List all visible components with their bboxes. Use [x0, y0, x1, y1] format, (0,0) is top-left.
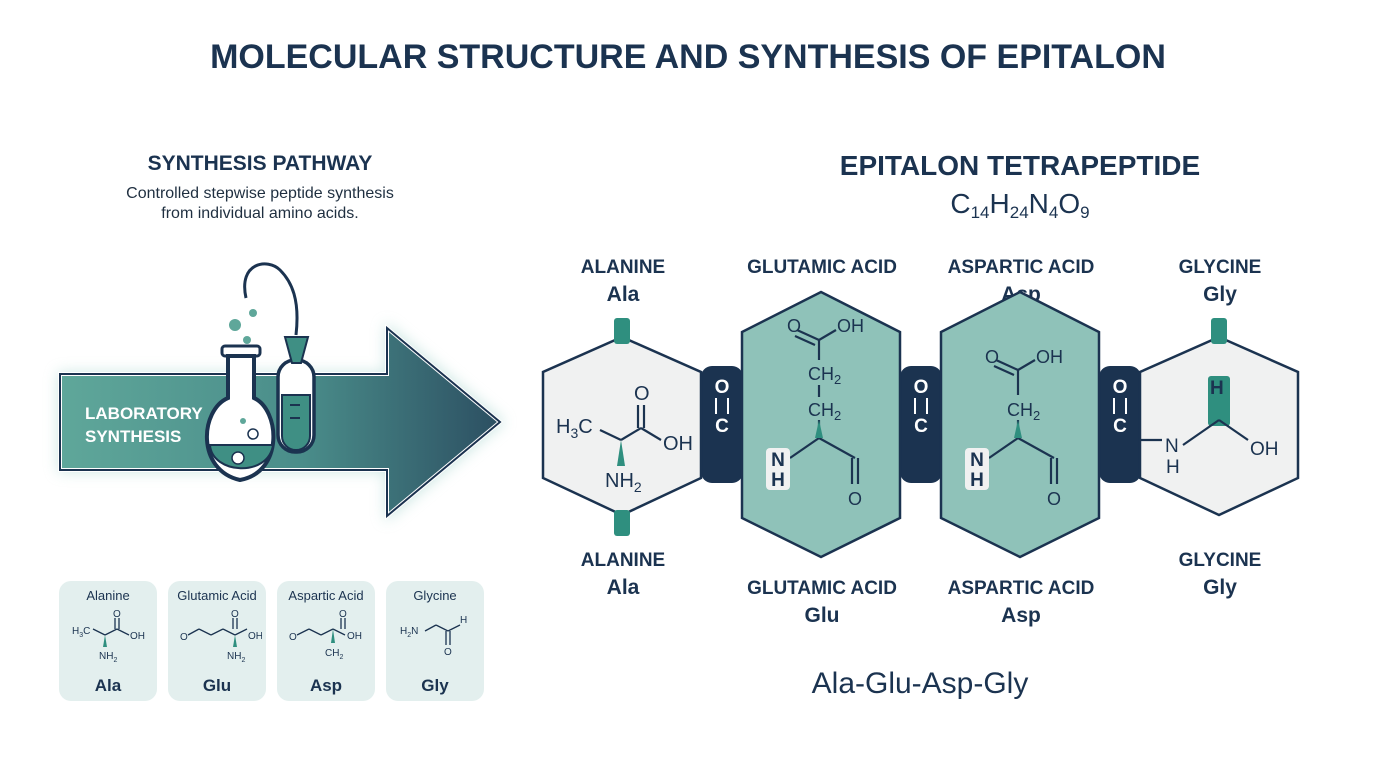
svg-text:O: O: [339, 609, 347, 620]
svg-text:C: C: [1113, 416, 1127, 437]
residue-abbr-glycine-top: Gly: [1203, 283, 1237, 306]
svg-text:H2N: H2N: [400, 626, 418, 639]
residue-label-glutamic-top: GLUTAMIC ACID: [747, 257, 897, 278]
card-abbr: Gly: [421, 676, 449, 695]
svg-text:O: O: [180, 632, 188, 643]
svg-text:CH2: CH2: [1007, 400, 1040, 423]
residue-label-aspartic-top: ASPARTIC ACID: [947, 257, 1095, 278]
peptide-diagram: O C O C O C H3C O OH NH2 O OH CH2: [541, 290, 1300, 559]
molecular-formula: C14H24N4O9: [950, 188, 1090, 222]
svg-text:OH: OH: [1036, 347, 1063, 367]
svg-text:H3C: H3C: [72, 626, 90, 639]
svg-text:NH2: NH2: [99, 651, 117, 664]
svg-text:CH2: CH2: [325, 648, 343, 661]
glutamic-structure-icon: O O OH NH2: [180, 609, 262, 664]
synthesis-description-line2: from individual amino acids.: [161, 205, 359, 222]
svg-text:O: O: [848, 489, 862, 509]
aspartic-hexagon: [939, 290, 1101, 559]
residue-abbr-glutamic-bottom: Glu: [804, 604, 840, 627]
arrow-label-line1: LABORATORY: [85, 404, 203, 423]
card-name: Alanine: [86, 588, 130, 603]
aspartic-structure-icon: O O OH CH2: [289, 609, 362, 661]
peptide-bond-3: [1099, 366, 1141, 483]
svg-text:H: H: [771, 470, 785, 491]
svg-text:O: O: [914, 377, 929, 398]
svg-text:N: N: [970, 450, 984, 471]
peptide-bond-1: [701, 366, 743, 483]
residue-label-glutamic-bottom: GLUTAMIC ACID: [747, 578, 897, 599]
svg-text:N: N: [1165, 436, 1179, 457]
svg-text:O: O: [634, 383, 650, 405]
svg-text:CH2: CH2: [808, 364, 841, 387]
svg-text:O: O: [113, 609, 121, 620]
residue-label-aspartic-bottom: ASPARTIC ACID: [947, 578, 1095, 599]
alanine-top-marker: [614, 318, 630, 344]
card-abbr: Glu: [202, 676, 232, 695]
residue-abbr-alanine-top: Ala: [606, 283, 640, 306]
svg-text:O: O: [715, 377, 730, 398]
residue-abbr-glycine-bottom: Gly: [1203, 576, 1237, 599]
amino-card-alanine: Alanine H3C O OH NH2 Ala: [59, 581, 157, 701]
residue-abbr-alanine-bottom: Ala: [606, 576, 640, 599]
svg-text:C: C: [914, 416, 928, 437]
svg-text:N: N: [771, 450, 785, 471]
svg-text:OH: OH: [837, 316, 864, 336]
alanine-structure-icon: H3C O OH NH2: [72, 609, 145, 664]
flask-icon: [205, 309, 276, 483]
amino-card-aspartic: Aspartic Acid O O OH CH2 Asp: [277, 581, 375, 701]
peptide-bond-2: [900, 366, 942, 483]
svg-text:H3C: H3C: [556, 416, 593, 441]
arrow-label-line2: SYNTHESIS: [85, 427, 182, 446]
synthesis-illustration: [58, 262, 505, 522]
residue-label-alanine-top: ALANINE: [580, 257, 666, 278]
arrow-label: LABORATORY SYNTHESIS: [85, 402, 203, 448]
card-name: Glutamic Acid: [177, 588, 257, 603]
synthesis-description-line1: Controlled stepwise peptide synthesis: [126, 185, 394, 202]
residue-label-alanine-bottom: ALANINE: [580, 550, 666, 571]
card-name: Aspartic Acid: [288, 588, 364, 603]
test-tube-icon: [243, 262, 316, 454]
svg-text:O: O: [1113, 377, 1128, 398]
page-title: MOLECULAR STRUCTURE AND SYNTHESIS OF EPI…: [210, 38, 1166, 76]
glycine-structure-icon: H2N H O: [400, 615, 467, 658]
svg-text:OH: OH: [1250, 439, 1279, 460]
svg-text:NH2: NH2: [605, 470, 642, 495]
svg-text:CH2: CH2: [808, 400, 841, 423]
card-abbr: Ala: [94, 676, 122, 695]
svg-text:H: H: [1166, 457, 1180, 478]
svg-text:NH2: NH2: [227, 651, 245, 664]
svg-text:OH: OH: [248, 631, 262, 642]
peptide-sequence: Ala-Glu-Asp-Gly: [811, 667, 1029, 700]
residue-label-glycine-bottom: GLYCINE: [1178, 550, 1262, 571]
residue-abbr-aspartic-bottom: Asp: [1001, 604, 1041, 627]
svg-text:O: O: [985, 347, 999, 367]
alanine-bottom-marker: [614, 510, 630, 536]
amino-card-glutamic: Glutamic Acid O O OH NH2 Glu: [168, 581, 266, 701]
residue-label-glycine-top: GLYCINE: [1178, 257, 1262, 278]
svg-text:H: H: [1210, 378, 1224, 399]
glutamic-hexagon: [740, 290, 902, 559]
svg-text:O: O: [787, 316, 801, 336]
svg-text:O: O: [444, 647, 452, 658]
synthesis-heading: SYNTHESIS PATHWAY: [147, 152, 373, 175]
svg-text:OH: OH: [347, 631, 362, 642]
amino-card-glycine: Glycine H2N H O Gly: [386, 581, 484, 701]
svg-text:O: O: [231, 609, 239, 620]
card-abbr: Asp: [309, 676, 343, 695]
synthesis-description: Controlled stepwise peptide synthesis fr…: [60, 184, 460, 224]
peptide-heading: EPITALON TETRAPEPTIDE: [839, 150, 1201, 181]
svg-text:H: H: [970, 470, 984, 491]
svg-text:OH: OH: [663, 433, 693, 455]
card-name: Glycine: [413, 588, 457, 603]
svg-text:O: O: [289, 632, 297, 643]
svg-text:H: H: [460, 615, 467, 626]
svg-text:OH: OH: [130, 631, 145, 642]
svg-text:O: O: [1047, 489, 1061, 509]
glycine-top-marker: [1211, 318, 1227, 344]
svg-text:C: C: [715, 416, 729, 437]
